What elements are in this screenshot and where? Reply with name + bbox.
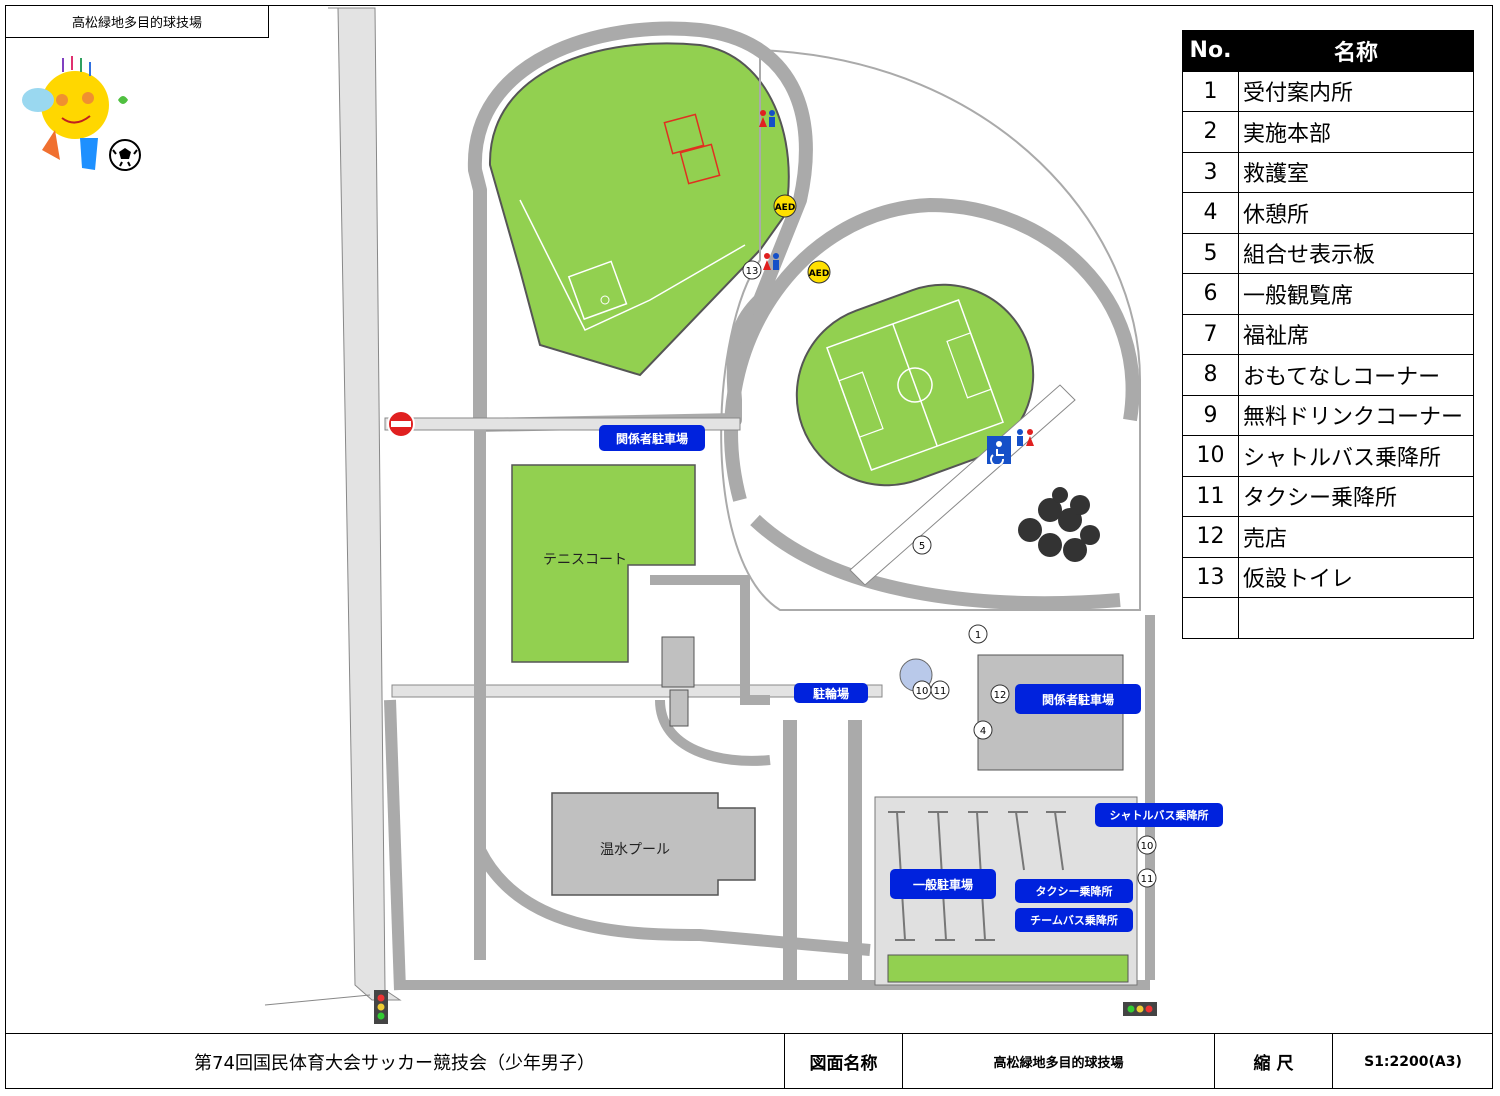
legend-name: 休憩所 <box>1238 192 1474 234</box>
scale-label: 縮 尺 <box>1215 1034 1333 1089</box>
toilet-icon <box>1017 429 1034 446</box>
marker-13 <box>742 260 762 280</box>
map-frame <box>5 5 1493 1089</box>
legend-name: シャトルバス乗降所 <box>1238 435 1474 477</box>
marker-11-label: 11 <box>934 686 947 697</box>
label-pool: 温水プール <box>600 842 670 858</box>
legend-name: 福祉席 <box>1238 313 1474 355</box>
label-staff-parking: 関係者駐車場 <box>599 425 705 451</box>
marker-12 <box>990 684 1010 704</box>
legend-name: 一般観覧席 <box>1238 273 1474 315</box>
aed-icon <box>807 260 831 284</box>
zone-box <box>663 113 705 155</box>
legend-number: 8 <box>1182 354 1239 396</box>
aed-icon <box>773 194 797 218</box>
toilet-icon <box>763 253 779 270</box>
legend-number: 11 <box>1182 475 1239 517</box>
label-team-bus-stop: チームバス乗降所 <box>1015 908 1133 932</box>
drawing-name: 高松緑地多目的球技場 <box>903 1034 1215 1089</box>
legend-name <box>1238 597 1474 639</box>
label-staff-parking: 関係者駐車場 <box>1015 684 1141 714</box>
legend-name: 実施本部 <box>1238 111 1474 153</box>
legend-row <box>1182 597 1474 639</box>
label-tennis-court: テニスコート <box>543 552 627 568</box>
legend-number: 13 <box>1182 556 1239 598</box>
marker-13-label: 13 <box>746 266 759 277</box>
marker-11-label: 11 <box>1141 874 1154 885</box>
marker-5 <box>912 535 932 555</box>
soccer-ball-icon <box>109 139 141 171</box>
legend-number: 4 <box>1182 192 1239 234</box>
legend-name: おもてなしコーナー <box>1238 354 1474 396</box>
legend-number: 12 <box>1182 516 1239 558</box>
title-block: 第74回国民体育大会サッカー競技会（少年男子） 図面名称 高松緑地多目的球技場 … <box>5 1033 1493 1089</box>
marker-5-label: 5 <box>919 541 925 552</box>
aed-label: AED <box>775 203 796 213</box>
legend-number: 6 <box>1182 273 1239 315</box>
toilet-icon <box>759 110 775 127</box>
event-title: 第74回国民体育大会サッカー競技会（少年男子） <box>5 1034 785 1089</box>
mascot-logo <box>22 56 128 170</box>
legend-name: 無料ドリンクコーナー <box>1238 394 1474 436</box>
marker-1-label: 1 <box>975 630 981 641</box>
marker-10-label: 10 <box>916 686 929 697</box>
ring-road-outer <box>720 48 1141 611</box>
legend-name: 救護室 <box>1238 151 1474 193</box>
marker-11 <box>1137 868 1157 888</box>
label-shuttle-stop: シャトルバス乗降所 <box>1095 803 1223 827</box>
trees <box>1018 487 1100 562</box>
marker-12-label: 12 <box>994 690 1007 701</box>
legend-number: 2 <box>1182 111 1239 153</box>
label-general-parking: 一般駐車場 <box>890 869 996 899</box>
legend-number: 10 <box>1182 435 1239 477</box>
legend-number: 5 <box>1182 232 1239 274</box>
marker-10-label: 10 <box>1141 841 1154 852</box>
zone-box <box>679 143 721 185</box>
marker-1 <box>968 624 988 644</box>
legend-number: 7 <box>1182 313 1239 355</box>
pool-building <box>551 792 756 896</box>
scale-value: S1:2200(A3) <box>1364 1053 1462 1070</box>
label-bicycle-parking: 駐輪場 <box>794 683 868 703</box>
legend-number: 9 <box>1182 394 1239 436</box>
legend-name: 仮設トイレ <box>1238 556 1474 598</box>
legend-name: 売店 <box>1238 516 1474 558</box>
tennis-court <box>511 464 696 663</box>
legend-number: 3 <box>1182 151 1239 193</box>
drawing-label: 図面名称 <box>785 1034 903 1089</box>
baseball-ring-road <box>467 21 813 432</box>
main-road <box>328 7 402 1001</box>
header-title: 高松緑地多目的球技場 <box>5 5 269 38</box>
aed-label: AED <box>809 269 830 279</box>
marker-11 <box>930 680 950 700</box>
legend-number: 1 <box>1182 70 1239 112</box>
small-building <box>661 636 695 688</box>
legend-header-no: No. <box>1182 30 1239 72</box>
legend-header-name: 名称 <box>1238 30 1474 72</box>
marker-10 <box>1137 835 1157 855</box>
legend-name: 受付案内所 <box>1238 70 1474 112</box>
marker-4 <box>973 720 993 740</box>
legend-number <box>1182 597 1239 639</box>
label-taxi-stop: タクシー乗降所 <box>1015 879 1133 903</box>
marker-4-label: 4 <box>980 726 986 737</box>
legend-name: 組合せ表示板 <box>1238 232 1474 274</box>
legend-name: タクシー乗降所 <box>1238 475 1474 517</box>
